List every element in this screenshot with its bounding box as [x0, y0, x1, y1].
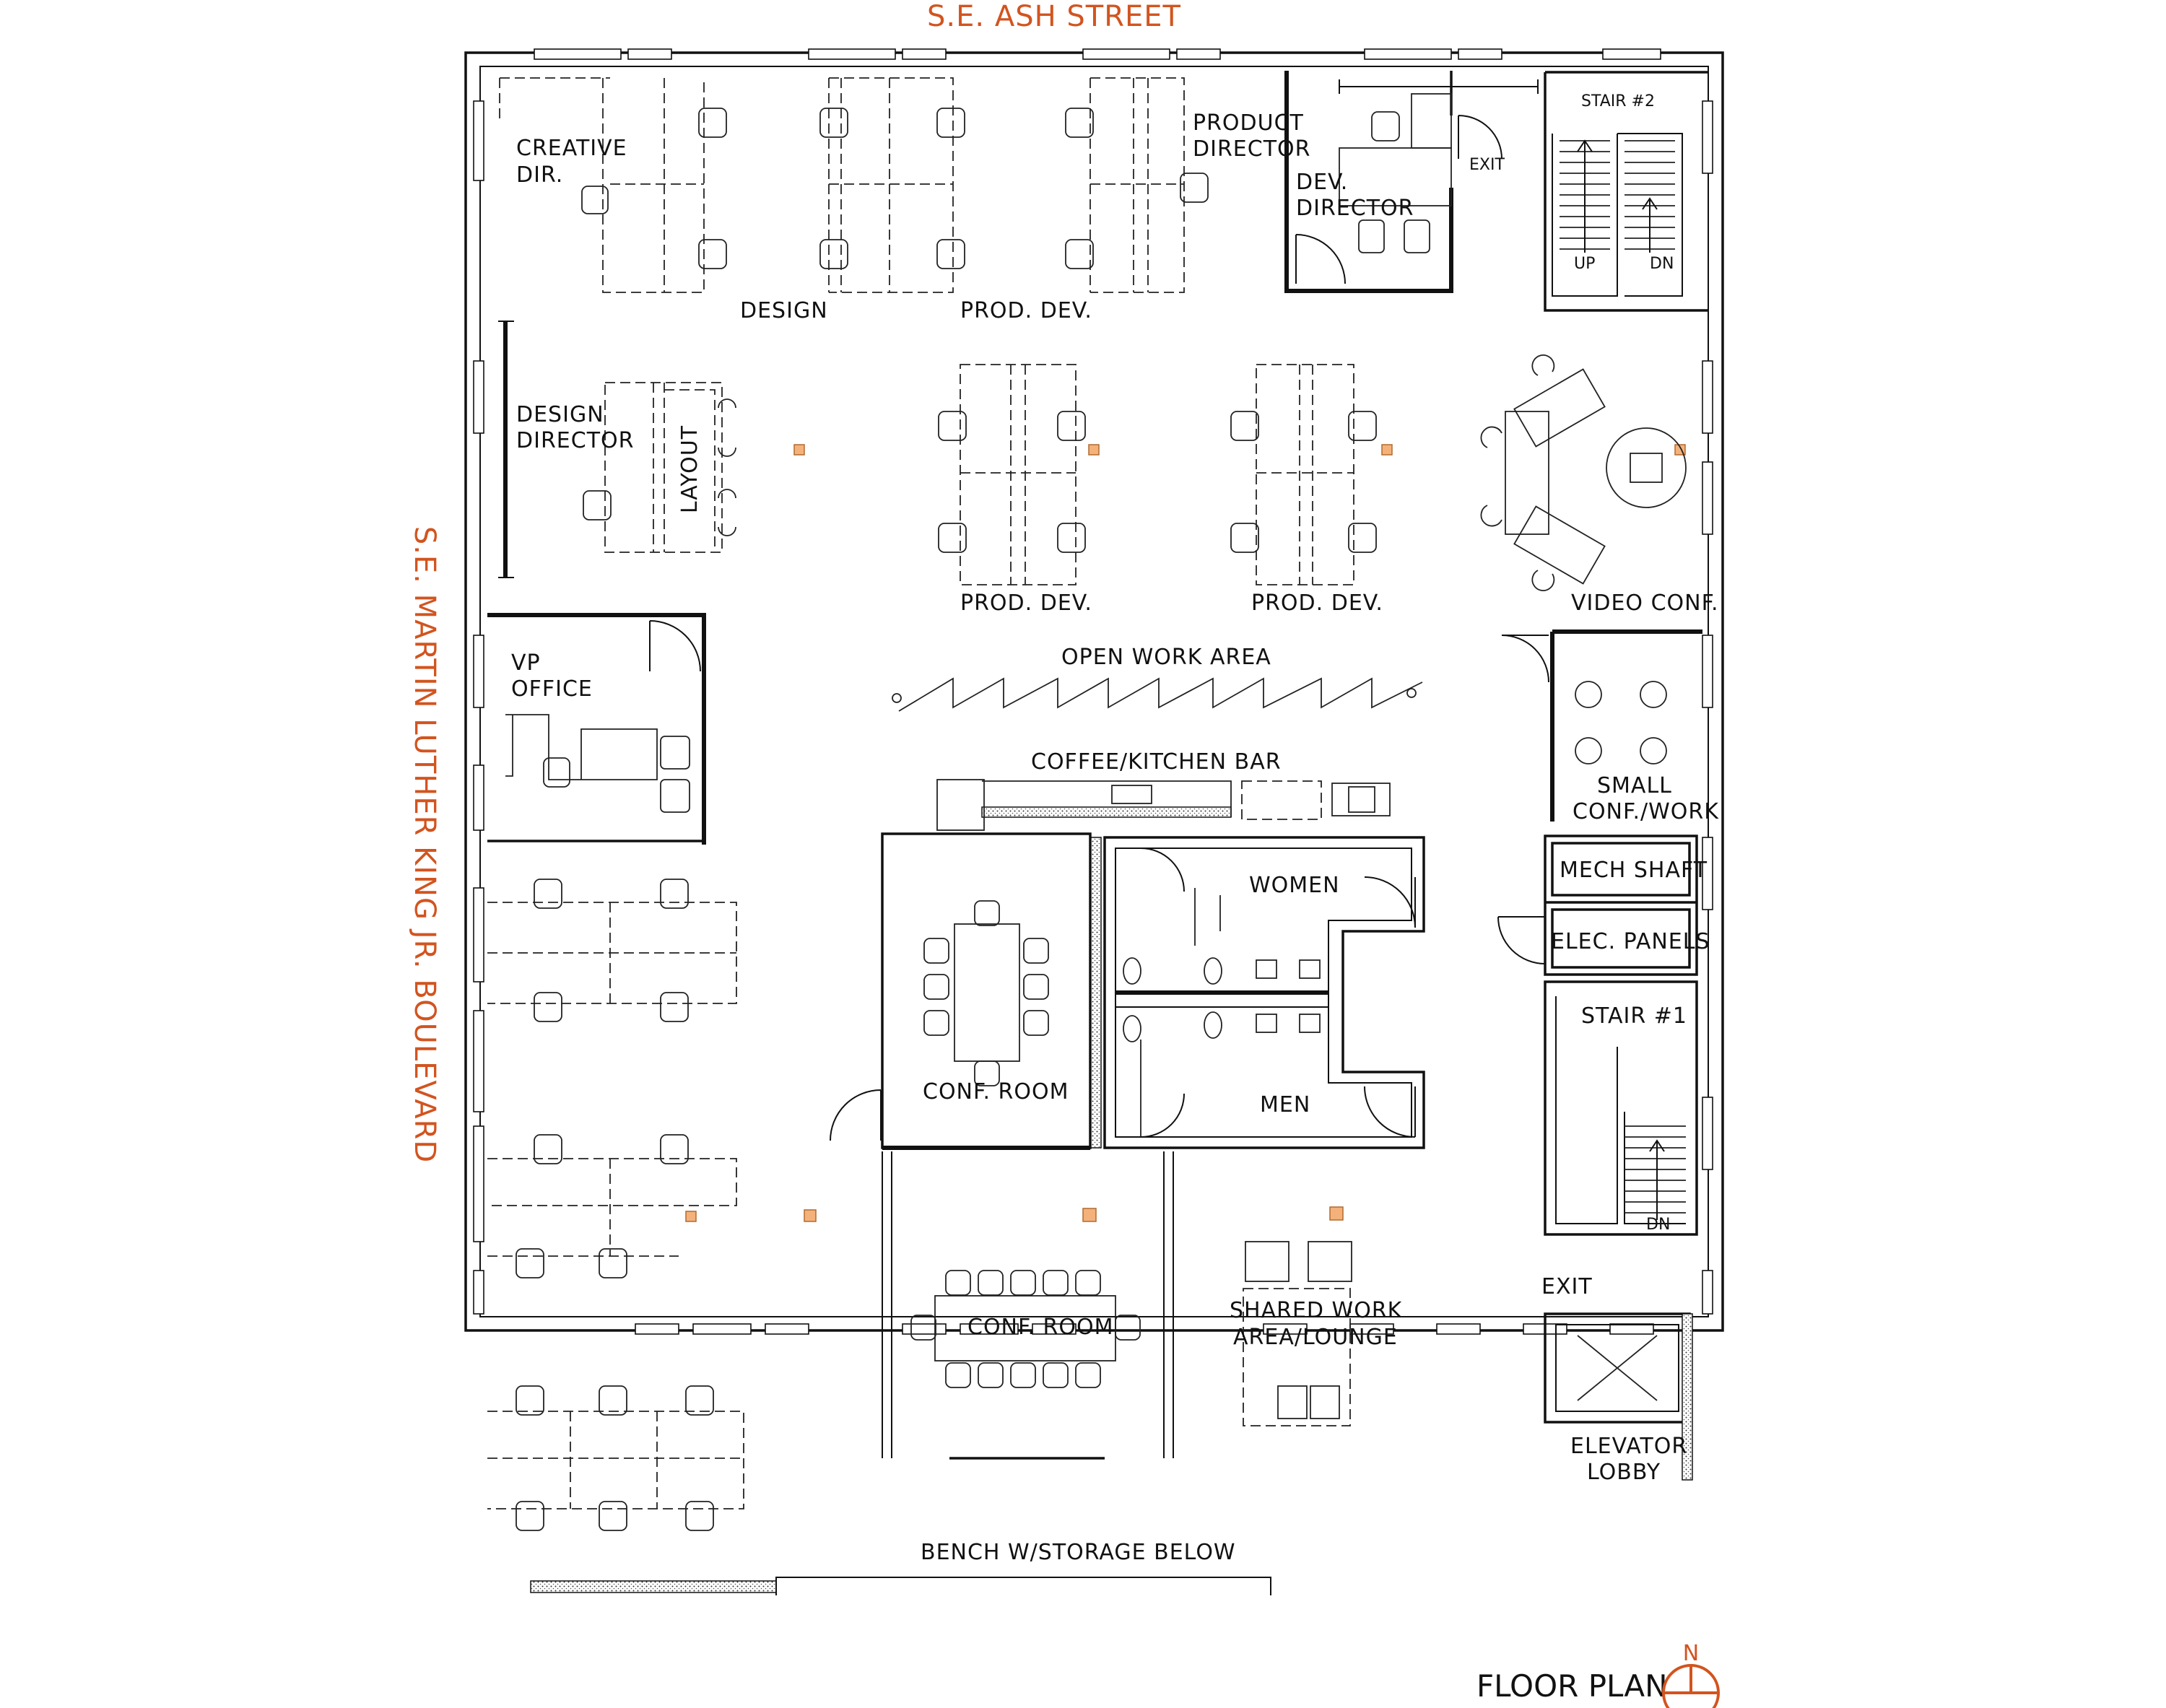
men-label: MEN	[1260, 1092, 1310, 1117]
elevator	[1544, 1312, 1693, 1481]
structural-columns	[685, 444, 1686, 1222]
conf-room-2	[882, 1151, 1174, 1460]
stair-1	[1544, 980, 1698, 1236]
small-conf-label-1: SMALL	[1597, 773, 1672, 798]
stair-1-label: STAIR #1	[1581, 1003, 1687, 1029]
dev-director-office	[1284, 71, 1539, 293]
product-director-label-2: DIRECTOR	[1193, 136, 1310, 162]
elevator-lobby-label-1: ELEVATOR	[1570, 1434, 1687, 1459]
women-label: WOMEN	[1249, 873, 1340, 898]
shared-work-label-1: SHARED WORK	[1230, 1298, 1403, 1323]
stair-2-label: STAIR #2	[1581, 92, 1655, 110]
stair-2-dn-label: DN	[1650, 255, 1674, 273]
floor-plan-title: FLOOR PLAN	[1476, 1668, 1668, 1704]
coffee-kitchen-bar	[936, 779, 1391, 831]
bench-storage	[530, 1577, 1271, 1595]
design-workstations	[499, 77, 1209, 293]
design-director-label-2: DIRECTOR	[516, 428, 634, 453]
small-conf-label-2: CONF./WORK	[1573, 799, 1719, 824]
video-conf-area	[1480, 354, 1687, 591]
small-conf-room	[1501, 629, 1702, 822]
prod-dev-top-label: PROD. DEV.	[960, 298, 1092, 323]
coffee-bar-label: COFFEE/KITCHEN BAR	[1031, 749, 1282, 775]
design-director-area	[498, 321, 736, 578]
elevator-lobby-label-2: LOBBY	[1587, 1460, 1661, 1485]
dev-director-label-1: DEV.	[1296, 170, 1348, 195]
windows-south	[635, 1323, 1654, 1335]
windows-north	[534, 48, 1661, 60]
elec-panels-label: ELEC. PANELS	[1551, 929, 1710, 954]
west-workstations	[487, 879, 744, 1531]
prod-dev-mid-2-label: PROD. DEV.	[1251, 591, 1383, 616]
design-director-label-1: DESIGN	[516, 402, 604, 427]
windows-east	[1702, 100, 1713, 1315]
exit-bottom-label: EXIT	[1541, 1274, 1593, 1299]
vp-office-label-2: OFFICE	[511, 676, 593, 702]
creative-dir-label-1: CREATIVE	[516, 136, 627, 161]
shared-work-label-2: AREA/LOUNGE	[1233, 1325, 1398, 1350]
stair-2-up-label: UP	[1574, 255, 1595, 273]
conf-room-1	[830, 832, 1092, 1150]
conf-room-2-label: CONF. ROOM	[967, 1315, 1113, 1340]
dev-director-label-2: DIRECTOR	[1296, 196, 1414, 221]
north-arrow-label: N	[1683, 1641, 1699, 1666]
layout-label: LAYOUT	[677, 425, 703, 513]
mech-shaft-label: MECH SHAFT	[1560, 858, 1708, 883]
exit-top-label: EXIT	[1469, 156, 1505, 174]
windows-west	[473, 100, 484, 1315]
creative-dir-label-2: DIR.	[516, 162, 563, 188]
restrooms	[1089, 836, 1425, 1149]
mech-elec-rooms	[1497, 835, 1698, 976]
prod-dev-mid-workstations	[938, 364, 1377, 585]
prod-dev-mid-1-label: PROD. DEV.	[960, 591, 1092, 616]
street-label-north: S.E. ASH STREET	[927, 0, 1181, 33]
street-label-west: S.E. MARTIN LUTHER KING JR. BOULEVARD	[408, 526, 441, 1163]
open-work-area-divider	[892, 677, 1423, 712]
conf-room-1-label: CONF. ROOM	[923, 1079, 1069, 1104]
stair-1-dn-label: DN	[1646, 1216, 1670, 1234]
bench-label: BENCH W/STORAGE BELOW	[921, 1540, 1236, 1565]
open-work-area-label: OPEN WORK AREA	[1061, 645, 1271, 670]
stair-2	[1544, 71, 1708, 312]
vp-office	[487, 613, 706, 845]
vp-office-label-1: VP	[511, 650, 541, 676]
north-arrow-icon	[1662, 1664, 1720, 1708]
video-conf-label: VIDEO CONF.	[1571, 591, 1719, 616]
design-label: DESIGN	[740, 298, 828, 323]
shared-work-lounge	[1243, 1241, 1352, 1426]
